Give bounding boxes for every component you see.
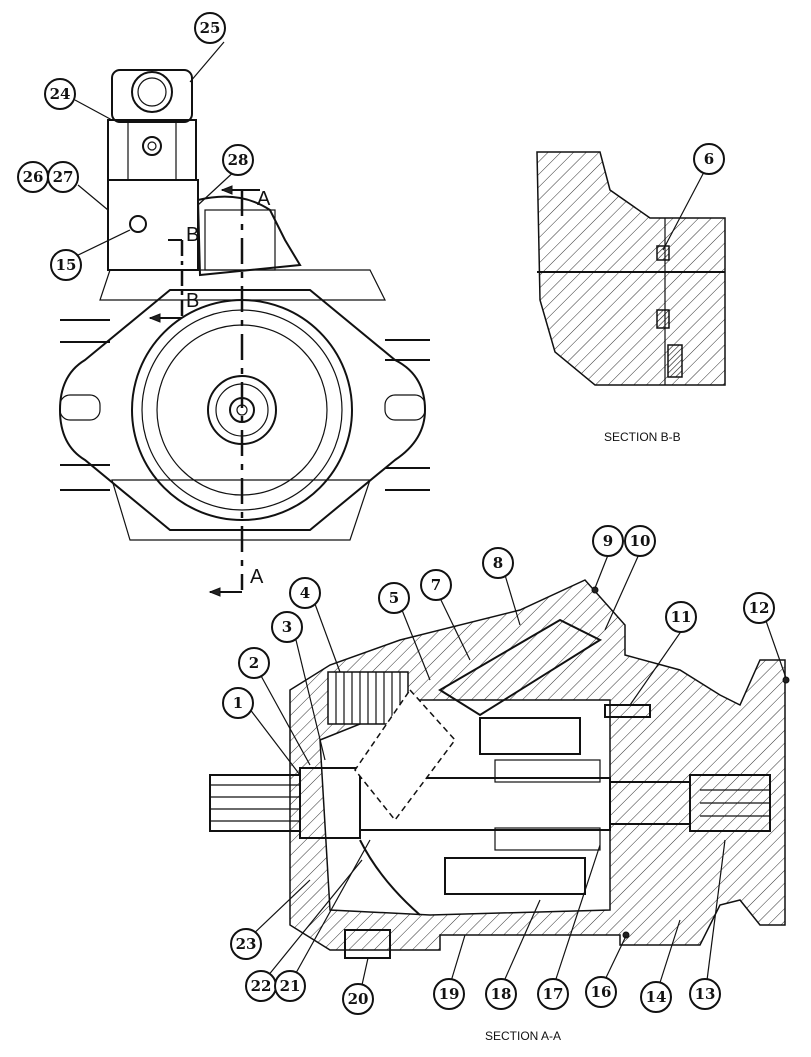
callout-12-label: 12 (749, 599, 770, 617)
section-b-label-upper: B (186, 224, 199, 246)
seal-6 (656, 245, 670, 261)
front-view (58, 69, 430, 597)
callout-5: 5 (378, 582, 410, 614)
callout-15: 15 (50, 249, 82, 281)
callout-23: 23 (230, 928, 262, 960)
callout-25-label: 25 (200, 19, 221, 37)
callout-14: 14 (640, 981, 672, 1013)
callout-5-label: 5 (389, 589, 399, 607)
callout-11-label: 11 (671, 608, 692, 626)
callout-19: 19 (433, 978, 465, 1010)
piston-lower (444, 857, 586, 895)
section-b-label-lower: B (186, 290, 199, 312)
callout-20-label: 20 (348, 990, 369, 1008)
callout-8-label: 8 (493, 554, 503, 572)
callout-17-label: 17 (543, 985, 564, 1003)
callout-12: 12 (743, 592, 775, 624)
callout-25: 25 (194, 12, 226, 44)
callout-21-label: 21 (280, 977, 301, 995)
callout-18: 18 (485, 978, 517, 1010)
callout-20: 20 (342, 983, 374, 1015)
callout-18-label: 18 (491, 985, 512, 1003)
callout-4-label: 4 (300, 584, 310, 602)
callout-13-label: 13 (695, 985, 716, 1003)
callout-27: 27 (47, 161, 79, 193)
callout-6-label: 6 (704, 150, 714, 168)
callout-6: 6 (693, 143, 725, 175)
callout-14-label: 14 (646, 988, 667, 1006)
callout-3-label: 3 (282, 618, 292, 636)
leader-lines (71, 41, 787, 995)
callout-16-label: 16 (591, 983, 612, 1001)
callout-26: 26 (17, 161, 49, 193)
callout-10: 10 (624, 525, 656, 557)
callout-16: 16 (585, 976, 617, 1008)
callout-2-label: 2 (249, 654, 259, 672)
callout-15-label: 15 (56, 256, 77, 274)
callout-22-label: 22 (251, 977, 272, 995)
callout-2: 2 (238, 647, 270, 679)
callout-1-label: 1 (233, 694, 243, 712)
callout-9: 9 (592, 525, 624, 557)
callout-23-label: 23 (236, 935, 257, 953)
callout-21: 21 (274, 970, 306, 1002)
piston-upper (479, 717, 581, 755)
callout-7: 7 (420, 569, 452, 601)
callout-17: 17 (537, 978, 569, 1010)
section-bb-view (536, 151, 726, 386)
callout-24-label: 24 (50, 85, 71, 103)
callout-27-label: 27 (53, 168, 74, 186)
callout-28-label: 28 (228, 151, 249, 169)
callout-8: 8 (482, 547, 514, 579)
callout-22: 22 (245, 970, 277, 1002)
plug-15 (129, 215, 147, 233)
callout-19-label: 19 (439, 985, 460, 1003)
section-a-label-bottom: A (250, 566, 264, 588)
callout-9-label: 9 (603, 532, 613, 550)
callout-4: 4 (289, 577, 321, 609)
callout-28: 28 (222, 144, 254, 176)
callout-26-label: 26 (23, 168, 44, 186)
compensator-body (107, 179, 199, 271)
drive-shaft (209, 774, 301, 832)
control-piston (438, 618, 603, 717)
pin-11 (604, 704, 651, 718)
callout-3: 3 (271, 611, 303, 643)
section-aa-caption: SECTION A-A (485, 1029, 561, 1043)
callout-7-label: 7 (431, 576, 441, 594)
callout-1: 1 (222, 687, 254, 719)
callout-10-label: 10 (630, 532, 651, 550)
section-aa-view (209, 579, 790, 959)
callout-13: 13 (689, 978, 721, 1010)
section-a-label-top: A (257, 188, 271, 210)
callout-24: 24 (44, 78, 76, 110)
callout-11: 11 (665, 601, 697, 633)
section-bb-caption: SECTION B-B (604, 430, 681, 444)
control-valve-top (111, 69, 193, 123)
